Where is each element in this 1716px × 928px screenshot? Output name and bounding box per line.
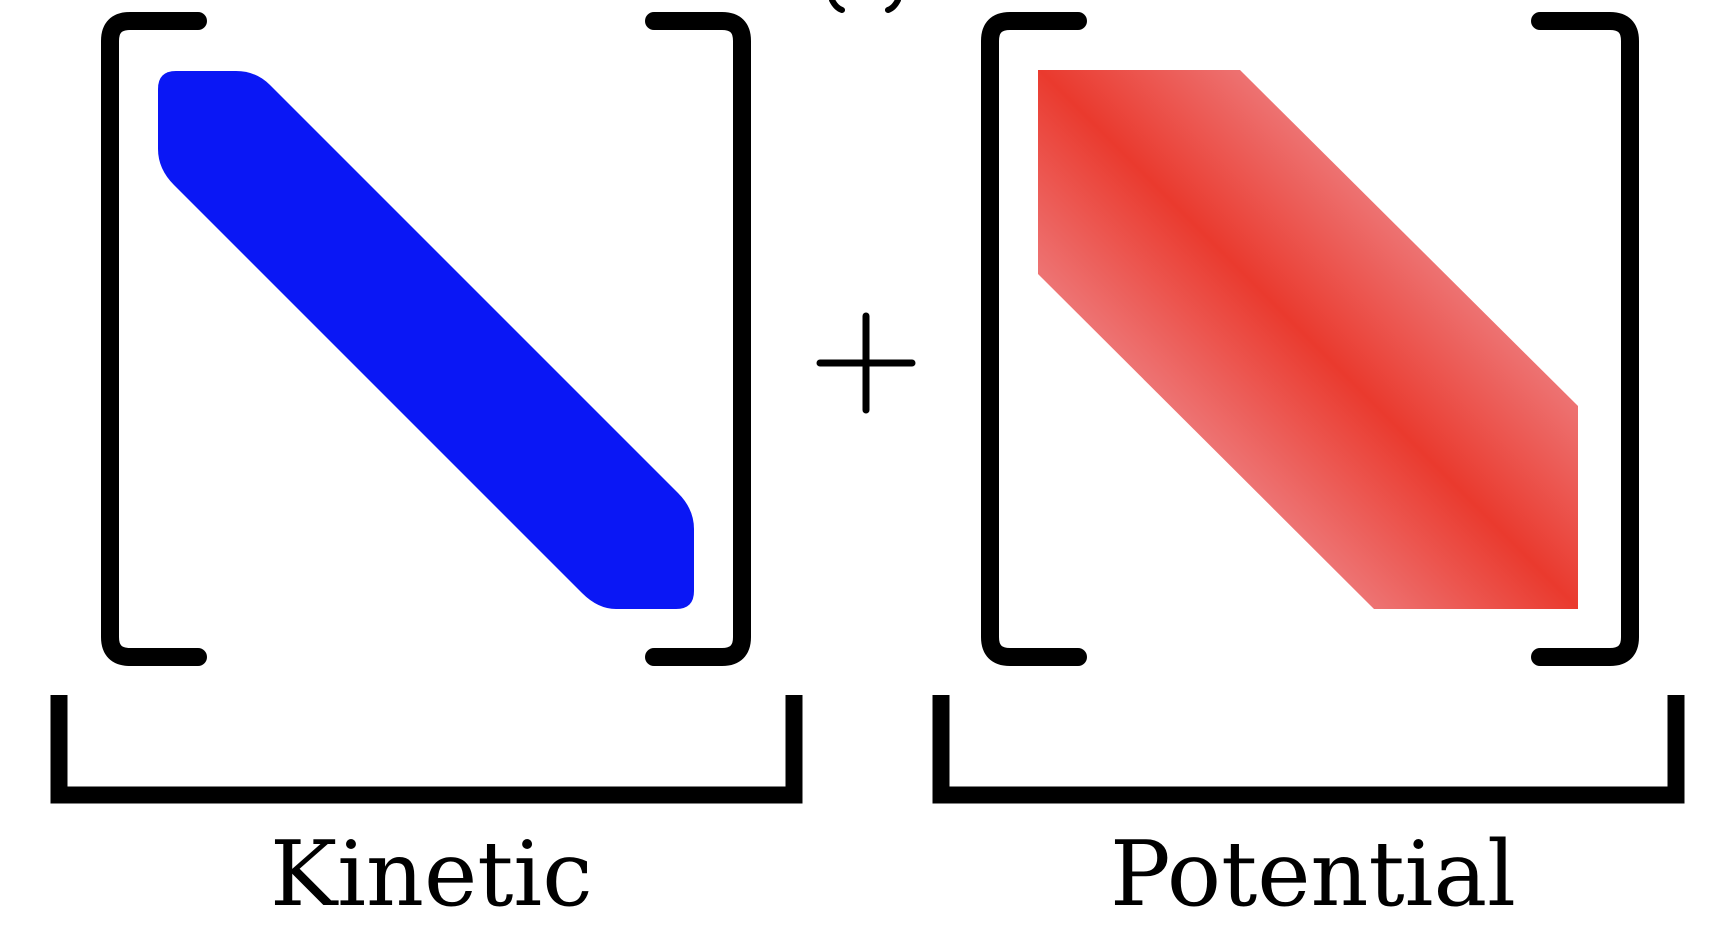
potential-matrix-right-bracket [1531, 12, 1639, 666]
kinetic-band-shape [158, 71, 694, 609]
potential-underbrace [932, 695, 1685, 804]
potential-matrix-left-bracket [981, 12, 1087, 666]
plus-operator [816, 312, 916, 414]
kinetic-matrix-right-bracket [645, 12, 751, 666]
top-cutoff-label [829, 0, 901, 13]
potential-label: Potential [1110, 822, 1516, 927]
potential-band-shape [1038, 70, 1578, 609]
kinetic-underbrace [50, 695, 803, 804]
kinetic-matrix-left-bracket [101, 12, 207, 666]
kinetic-label: Kinetic [270, 822, 593, 927]
